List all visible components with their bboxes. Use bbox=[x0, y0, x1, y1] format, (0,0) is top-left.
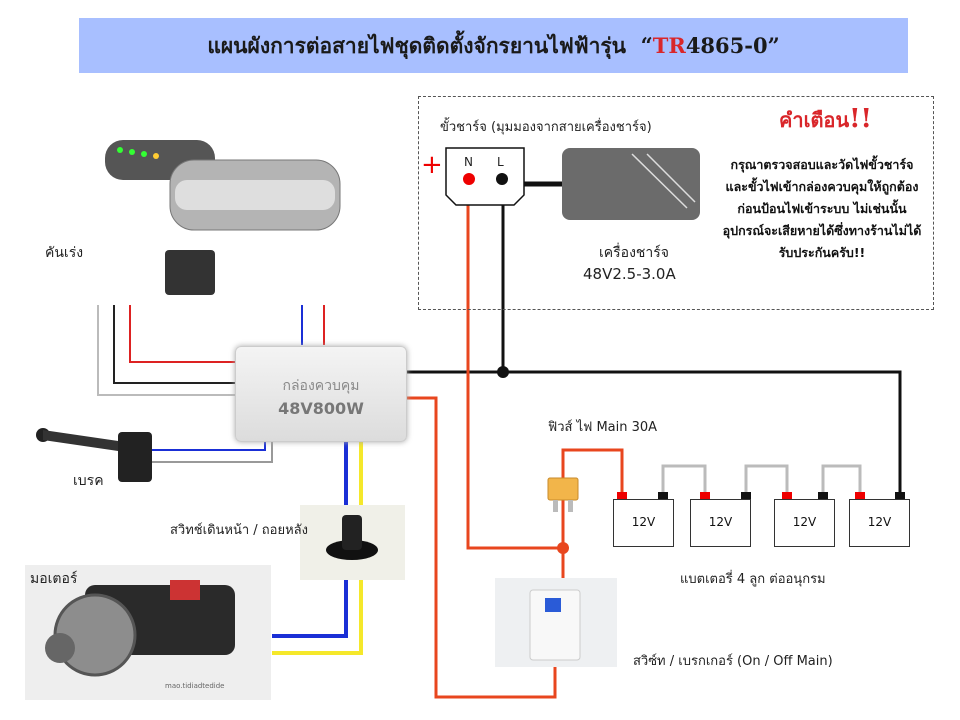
main-black-wire bbox=[405, 370, 902, 496]
brake-lever-icon bbox=[36, 428, 152, 482]
battery-3: 12V bbox=[774, 499, 835, 547]
battery-link-3 bbox=[821, 464, 862, 496]
charger-warning-box bbox=[418, 96, 934, 310]
brake-wire-blue bbox=[150, 440, 266, 451]
charge-port-label: ขั้วชาร์จ (มุมมองจากสายเครื่องชาร์จ) bbox=[440, 120, 652, 135]
battery-2: 12V bbox=[690, 499, 751, 547]
breaker-label: สวิซ์ท / เบรกเกอร์ (On / Off Main) bbox=[633, 654, 833, 669]
fuse-label: ฟิวส์ ไฟ Main 30A bbox=[548, 420, 658, 435]
throttle-wire-black bbox=[113, 305, 240, 384]
throttle-icon bbox=[105, 140, 341, 295]
switch-knob-icon bbox=[326, 515, 378, 560]
charger-spec-label: 48V2.5-3.0A bbox=[583, 265, 676, 283]
port-n-label: N bbox=[464, 155, 473, 169]
throttle-wire-red bbox=[129, 305, 240, 363]
controller-spec: 48V800W bbox=[278, 399, 364, 418]
diagram-title: แผนผังการต่อสายไฟชุดติดตั้งจักรยานไฟฟ้าร… bbox=[207, 33, 780, 58]
controller-red-wire bbox=[405, 396, 557, 699]
charger-name-label: เครื่องชาร์จ bbox=[599, 245, 669, 261]
motor-icon bbox=[45, 580, 235, 677]
brake-wire-gray bbox=[150, 440, 273, 463]
breaker-icon bbox=[529, 589, 581, 661]
battery-label: แบตเตอรี่ 4 ลูก ต่ออนุกรม bbox=[680, 572, 826, 587]
fuse-icon bbox=[547, 477, 579, 512]
charge-port-icon bbox=[445, 147, 525, 206]
direction-switch-label: สวิทช์เดินหน้า / ถอยหลัง bbox=[170, 523, 308, 538]
controller-box: กล่องควบคุม 48V800W bbox=[235, 346, 407, 442]
charger-icon bbox=[562, 148, 700, 220]
brake-label: เบรค bbox=[73, 473, 104, 489]
watermark: mao.tidiadtedide bbox=[165, 682, 225, 690]
motor-label: มอเตอร์ bbox=[30, 571, 78, 587]
controller-name: กล่องควบคุม bbox=[282, 378, 360, 394]
plus-sign: + bbox=[421, 150, 443, 180]
port-red-wire bbox=[466, 180, 563, 550]
title-bar: แผนผังการต่อสายไฟชุดติดตั้งจักรยานไฟฟ้าร… bbox=[79, 18, 908, 73]
warning-text: กรุณาตรวจสอบและวัดไฟขั้วชาร์จ และขั้วไฟเ… bbox=[722, 157, 922, 260]
battery-1: 12V bbox=[613, 499, 674, 547]
red-junction bbox=[557, 542, 569, 554]
battery-link-2 bbox=[744, 464, 789, 496]
battery-link-1 bbox=[661, 464, 707, 496]
throttle-label: คันเร่ง bbox=[45, 245, 84, 261]
black-junction bbox=[497, 366, 509, 378]
throttle-wire-gray bbox=[97, 305, 240, 396]
warning-title: คำเตือน!! bbox=[779, 104, 872, 134]
battery-4: 12V bbox=[849, 499, 910, 547]
port-l-label: L bbox=[497, 155, 504, 169]
